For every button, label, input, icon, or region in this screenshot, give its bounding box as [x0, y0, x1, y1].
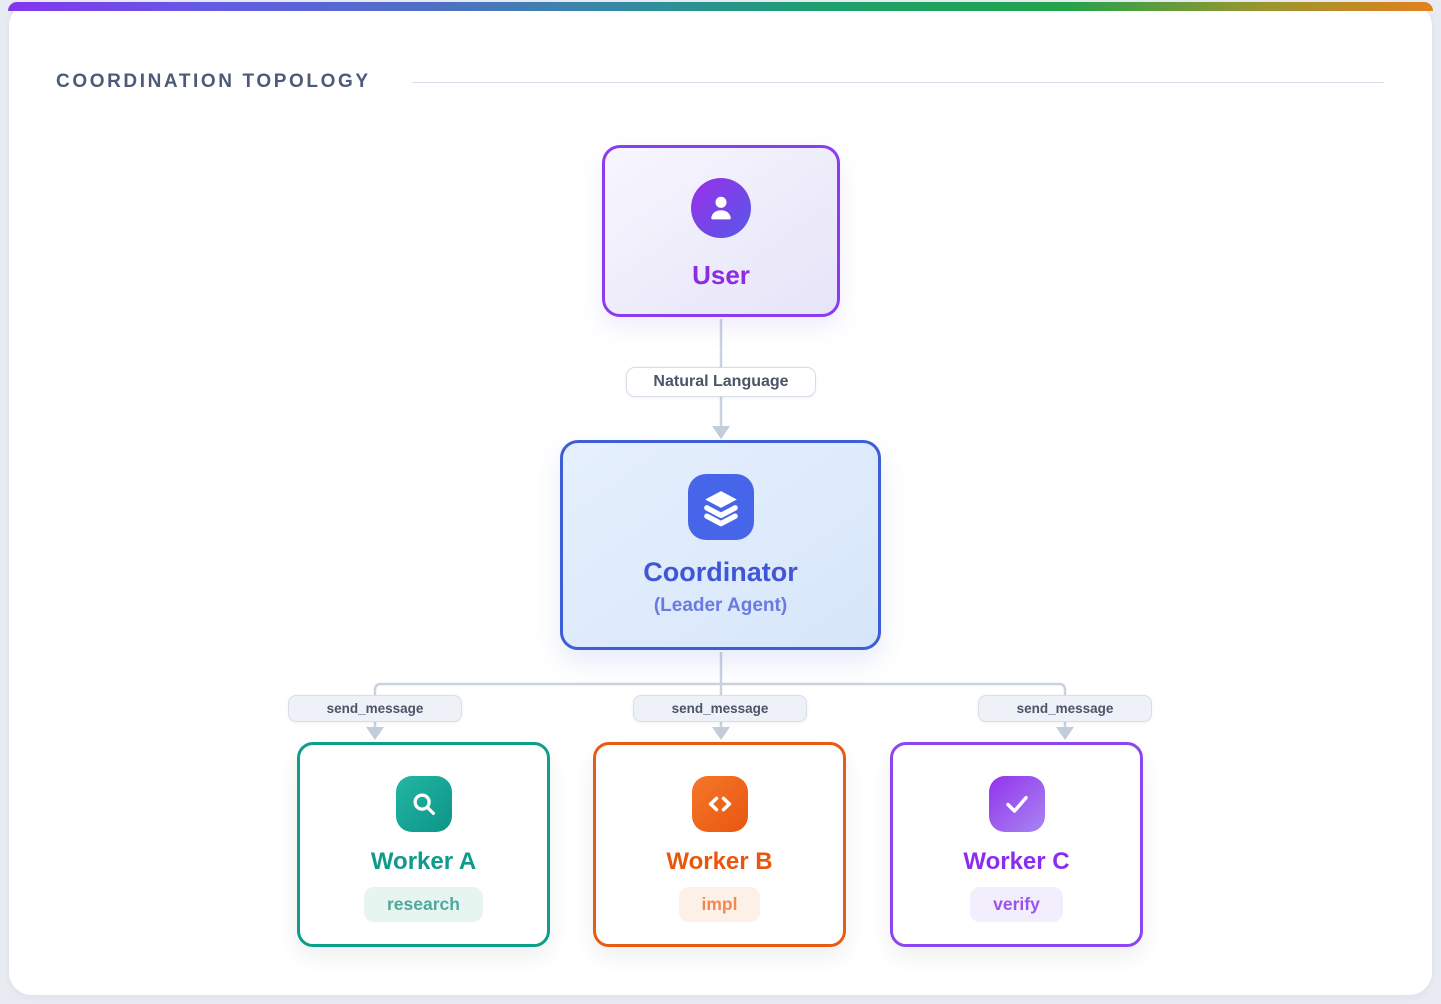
- worker-b-badge: impl: [678, 887, 761, 922]
- node-worker-b: Worker B impl: [593, 742, 846, 947]
- search-icon: [395, 776, 452, 832]
- edge-label-send-message-b: send_message: [633, 695, 807, 722]
- worker-c-label: Worker C: [963, 848, 1070, 875]
- node-worker-a: Worker A research: [297, 742, 550, 947]
- page-title: COORDINATION TOPOLOGY: [56, 71, 371, 92]
- user-label: User: [692, 260, 750, 290]
- header-divider: [412, 82, 1384, 83]
- node-worker-c: Worker C verify: [890, 742, 1143, 947]
- coordinator-sublabel: (Leader Agent): [653, 595, 788, 616]
- node-coordinator: Coordinator (Leader Agent): [560, 440, 881, 650]
- edge-label-natural-language: Natural Language: [626, 367, 816, 397]
- worker-c-badge: verify: [970, 887, 1063, 922]
- node-user: User: [602, 145, 840, 317]
- worker-a-badge: research: [364, 887, 483, 922]
- code-icon: [691, 776, 748, 832]
- layers-icon: [687, 474, 754, 540]
- user-icon: [691, 178, 751, 238]
- check-icon: [988, 776, 1045, 832]
- coordinator-label: Coordinator: [643, 557, 798, 587]
- edge-label-send-message-a: send_message: [288, 695, 462, 722]
- edge-label-send-message-c: send_message: [978, 695, 1152, 722]
- worker-a-label: Worker A: [370, 848, 477, 875]
- worker-b-label: Worker B: [666, 848, 773, 875]
